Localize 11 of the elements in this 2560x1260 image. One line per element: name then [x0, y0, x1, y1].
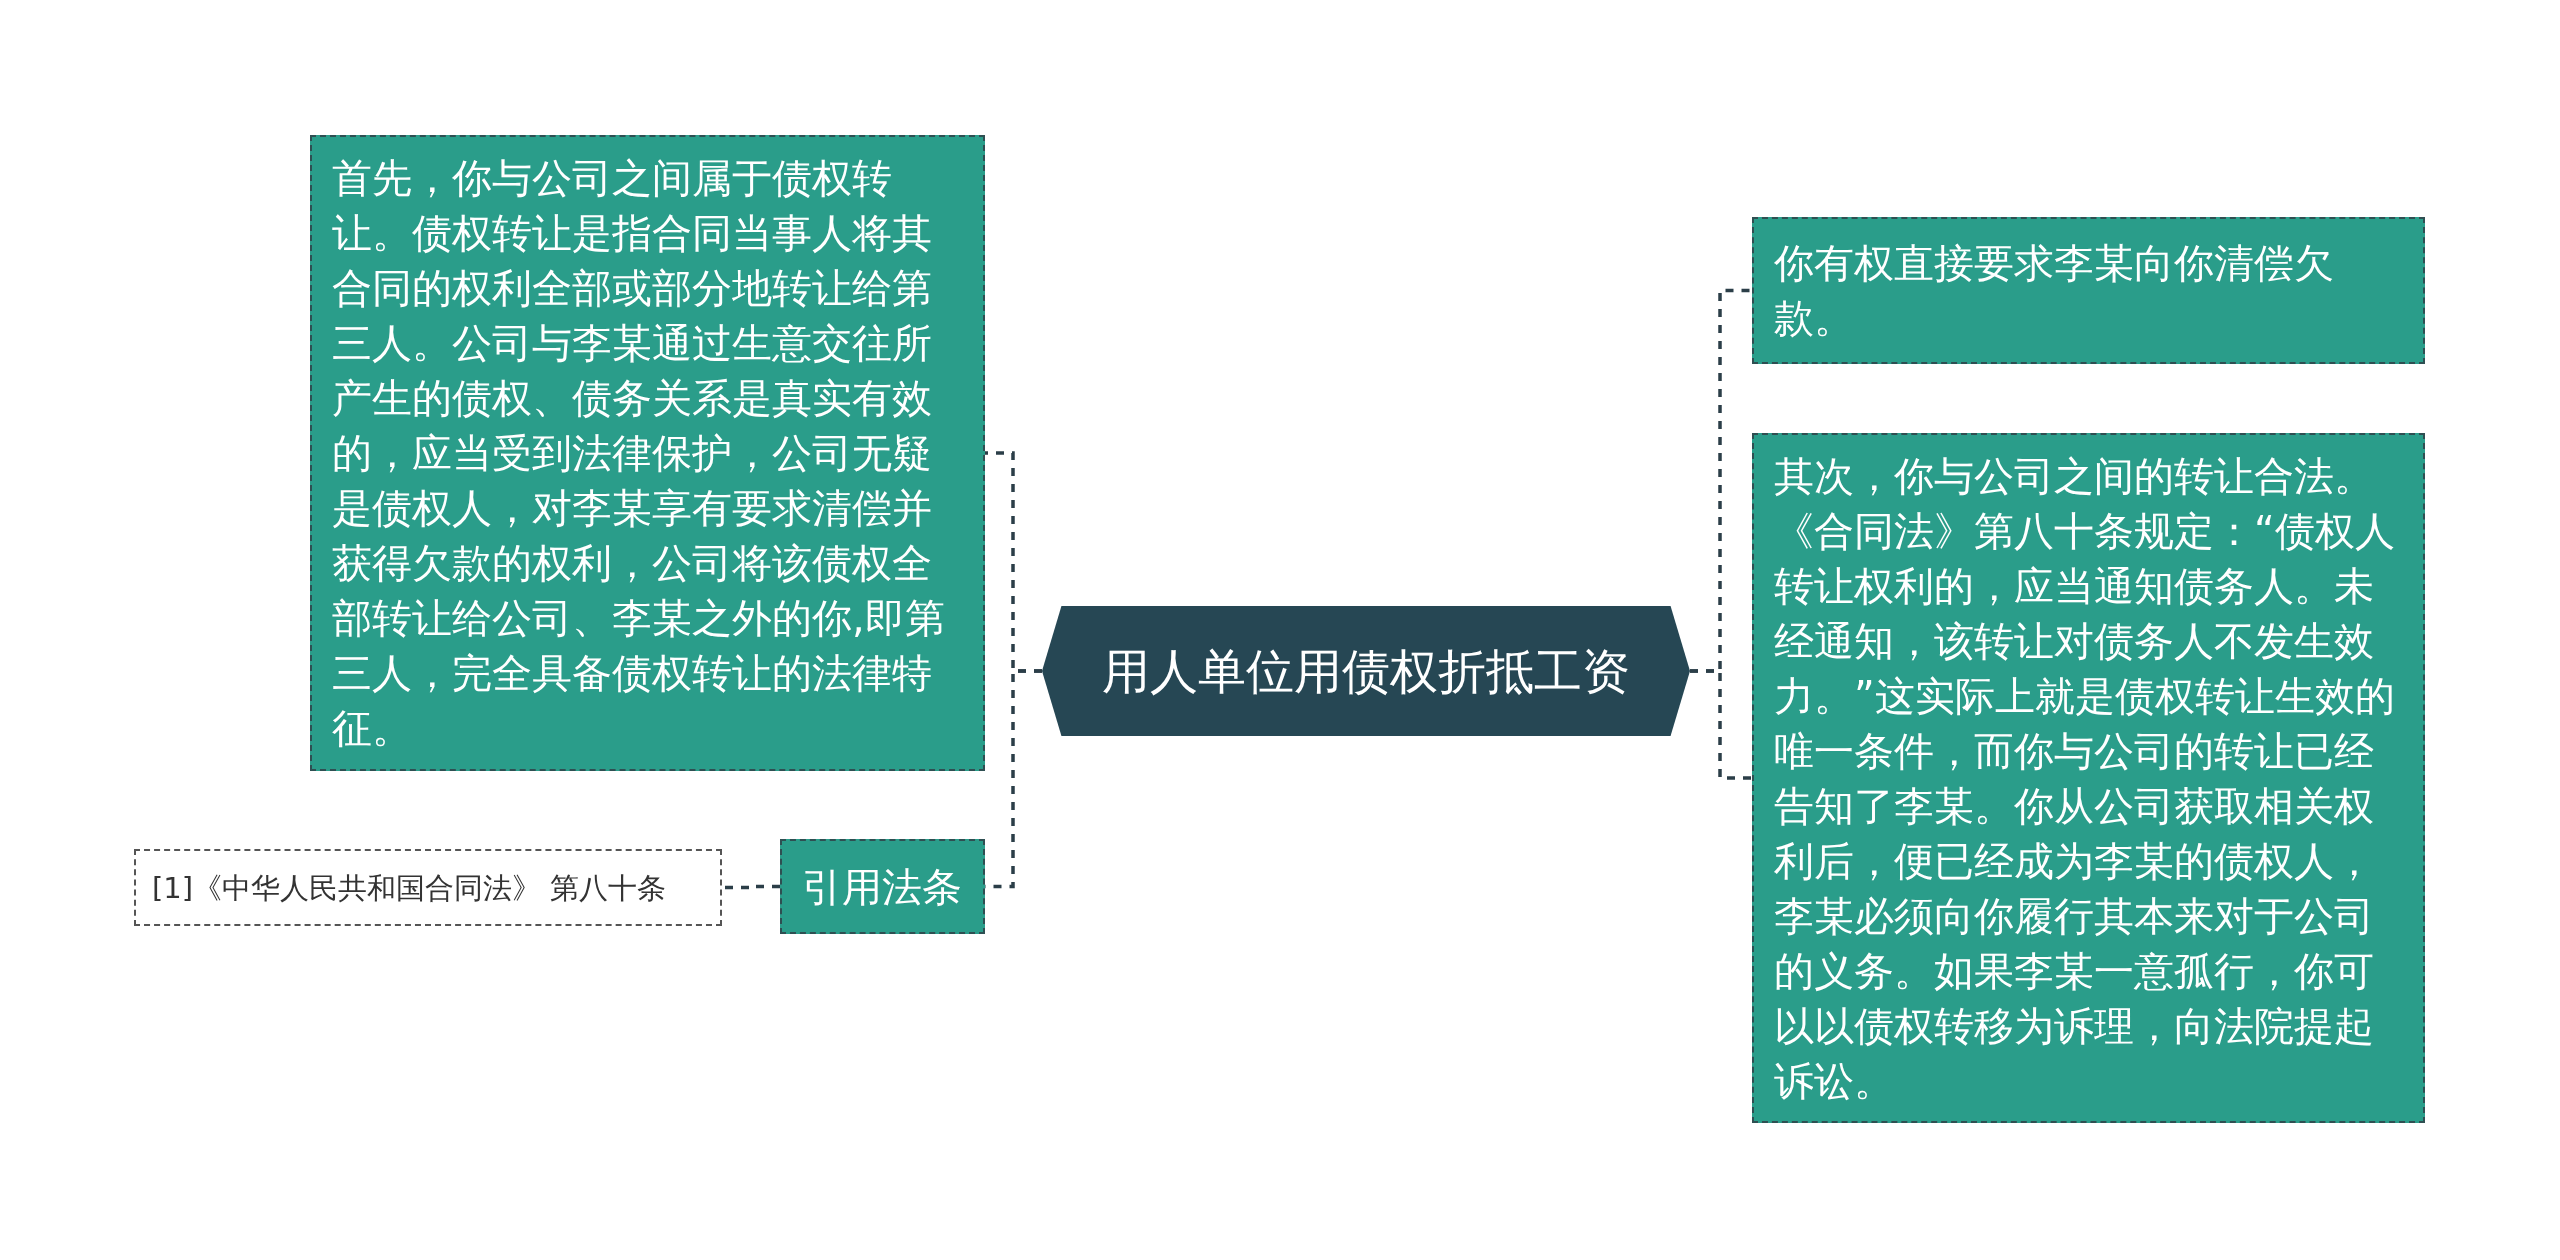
- topic-card: [780, 839, 985, 934]
- topic-text: 引用法条: [802, 862, 963, 912]
- topic-card: [1752, 217, 2425, 364]
- topic-text: 其次，你与公司之间的转让合法。《合同法》第八十条规定：“债权人转让权利的，应当通知债务人。未经通知，该转让对债务人不发生效力。”这实际上就是债权转让生效的唯一条件，而你与公司的转让已经告知了李某。你从公司获取相关权利后，便已经成为李某的债权人，李某必须向你履行其本来对于公司的义务。如果李某一意孤行，你可以以债权转移为诉理，向法院提起诉讼。: [1774, 452, 2396, 1106]
- connector-line: [1690, 669, 1752, 780]
- topic-text: 你有权直接要求李某向你清偿欠款。: [1774, 238, 2335, 343]
- connector-line: [722, 884, 780, 890]
- citation-text: [1]《中华人民共和国合同法》 第八十条: [152, 869, 668, 907]
- topic-title: 用人单位用债权折抵工资: [1102, 642, 1630, 701]
- citation-box: [134, 849, 722, 926]
- topic-text: 首先，你与公司之间属于债权转让。债权转让是指合同当事人将其合同的权利全部或部分地转让给第三人。公司与李某通过生意交往所产生的债权、债务关系是真实有效的，应当受到法律保护，公司无疑是债权人，对李某享有要求清偿并获得欠款的权利，公司将该债权全部转让给公司、李某之外的你,即第三人，完全具备债权转让的法律特征。: [332, 154, 946, 753]
